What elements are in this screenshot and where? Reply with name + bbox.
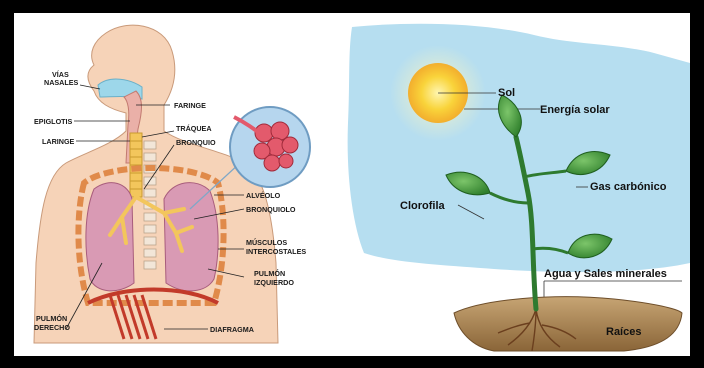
- diagram-svg: VÍAS NASALES EPIGLOTIS LARINGE FARINGE T…: [14, 13, 690, 356]
- left-lung: [164, 183, 218, 291]
- label-gas-carbonico: Gas carbónico: [590, 181, 667, 193]
- label-sol: Sol: [498, 87, 515, 99]
- label-bronquiolo: BRONQUIOLO: [246, 205, 296, 214]
- soil: [454, 297, 682, 351]
- label-pulmon-izq-line1: PULMÓN: [254, 269, 285, 278]
- label-epiglotis: EPIGLOTIS: [34, 117, 73, 126]
- label-agua-sales: Agua y Sales minerales: [544, 268, 667, 280]
- label-bronquio: BRONQUIO: [176, 138, 216, 147]
- label-traquea: TRÁQUEA: [176, 124, 212, 133]
- diagram-canvas: VÍAS NASALES EPIGLOTIS LARINGE FARINGE T…: [14, 13, 690, 356]
- label-energia-solar: Energía solar: [540, 104, 610, 116]
- label-faringe: FARINGE: [174, 101, 206, 110]
- label-alveolo: ALVÉOLO: [246, 191, 281, 200]
- label-laringe: LARINGE: [42, 137, 75, 146]
- label-diafragma: DIAFRAGMA: [210, 325, 254, 334]
- label-pulmon-izq-line2: IZQUIERDO: [254, 278, 294, 287]
- label-nasal-line2: NASALES: [44, 78, 79, 87]
- label-musculos-line2: INTERCOSTALES: [246, 247, 306, 256]
- label-musculos-line1: MÚSCULOS: [246, 238, 287, 247]
- respiratory-diagram: VÍAS NASALES EPIGLOTIS LARINGE FARINGE T…: [34, 25, 310, 343]
- label-pulmon-der-line2: DERECHO: [34, 323, 70, 332]
- label-pulmon-der-line1: PULMÓN: [36, 314, 67, 323]
- photosynthesis-diagram: Sol Energía solar Gas carbónico Clorofil…: [348, 24, 690, 351]
- label-raices: Raíces: [606, 326, 641, 338]
- label-clorofila: Clorofila: [400, 200, 445, 212]
